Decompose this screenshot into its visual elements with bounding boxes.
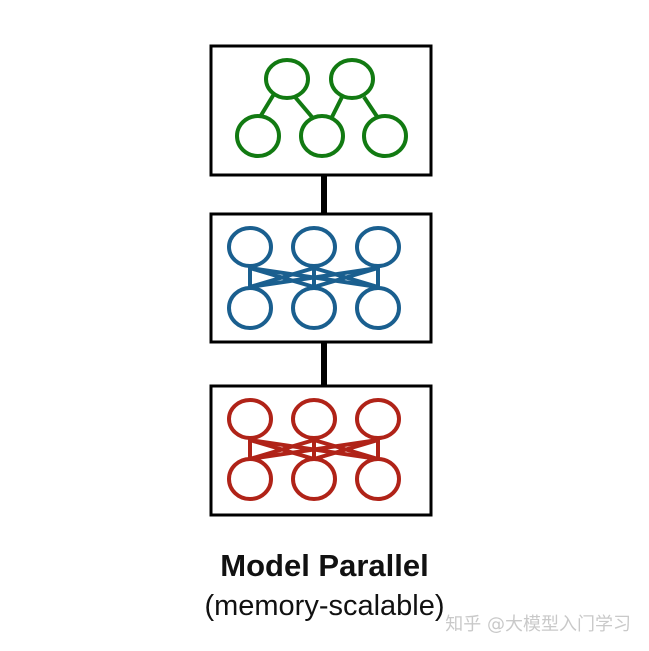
neuron-node (227, 226, 273, 268)
neuron-node (299, 114, 345, 158)
neuron-node (355, 286, 401, 330)
neuron-node (227, 457, 273, 501)
edge (362, 95, 380, 120)
neuron-node (291, 457, 337, 501)
edge (330, 96, 344, 118)
edge (258, 92, 276, 119)
neuron-node (329, 58, 375, 100)
caption-title: Model Parallel (220, 548, 429, 583)
caption-subtitle: (memory-scalable) (204, 590, 445, 622)
edge (293, 95, 314, 119)
neuron-node (291, 398, 337, 440)
neuron-node (355, 457, 401, 501)
neuron-node (362, 114, 408, 158)
neuron-node (227, 286, 273, 330)
neuron-node (291, 286, 337, 330)
neuron-node (264, 58, 310, 100)
neuron-node (355, 398, 401, 440)
edge (249, 266, 379, 289)
neuron-node (355, 226, 401, 268)
neuron-node (235, 114, 281, 158)
neuron-node (227, 398, 273, 440)
model-stage-top (209, 44, 433, 177)
watermark: 知乎 @大模型入门学习 (445, 614, 631, 635)
edge (249, 438, 379, 461)
neuron-node (291, 226, 337, 268)
model-stage-bottom (209, 384, 433, 517)
model-stage-middle (209, 212, 433, 344)
model-parallel-diagram (209, 44, 433, 517)
